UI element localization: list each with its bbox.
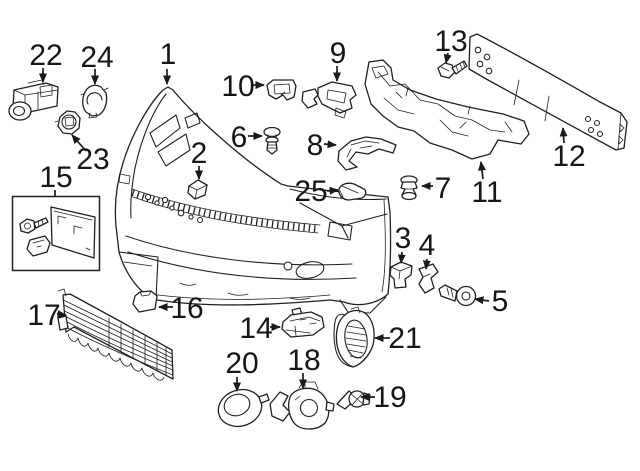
callout-arrow-12 bbox=[559, 127, 568, 144]
callout-label-15: 15 bbox=[39, 161, 72, 194]
callout-label-7: 7 bbox=[435, 172, 452, 205]
callout-label-3: 3 bbox=[395, 222, 412, 255]
callout-label-4: 4 bbox=[419, 229, 436, 262]
callout-label-16: 16 bbox=[170, 292, 203, 325]
callout-label-22: 22 bbox=[29, 39, 62, 72]
part-reinforcement-bar bbox=[468, 33, 628, 151]
callout-label-25: 25 bbox=[294, 175, 327, 208]
callout-arrow-5 bbox=[474, 296, 490, 305]
callout-label-6: 6 bbox=[231, 121, 248, 154]
callout-label-12: 12 bbox=[552, 140, 585, 173]
part-parking-sensor bbox=[8, 79, 59, 121]
callout-label-23: 23 bbox=[76, 143, 109, 176]
part-fog-lamp-bracket bbox=[281, 307, 325, 338]
callout-label-14: 14 bbox=[239, 312, 272, 345]
part-lower-grille bbox=[57, 288, 174, 381]
part-bumper-cover bbox=[114, 86, 392, 314]
callout-arrow-8 bbox=[323, 140, 337, 149]
part-screw-5 bbox=[438, 284, 477, 307]
part-bracket-10 bbox=[266, 79, 297, 101]
part-fog-lamp-bezel bbox=[333, 306, 375, 368]
callout-label-24: 24 bbox=[80, 41, 113, 74]
part-fog-lamp bbox=[269, 381, 335, 430]
callout-label-5: 5 bbox=[492, 285, 509, 318]
callout-arrow-3 bbox=[397, 251, 406, 264]
part-fog-lamp-cover bbox=[217, 388, 270, 428]
callout-label-11: 11 bbox=[471, 176, 502, 209]
callout-label-1: 1 bbox=[160, 38, 177, 71]
callout-label-19: 19 bbox=[373, 381, 406, 414]
callout-labels: 1 2 3 4 5 6 7 8 9 10 11 12 13 14 15 16 1… bbox=[27, 25, 585, 414]
callout-arrow-17 bbox=[56, 310, 67, 319]
part-bolt-13 bbox=[437, 60, 468, 79]
part-bracket-8 bbox=[337, 136, 397, 171]
part-energy-absorber bbox=[364, 59, 530, 160]
part-clip-7 bbox=[400, 175, 418, 201]
part-tow-hook-cover bbox=[132, 290, 158, 313]
callout-arrows bbox=[39, 52, 568, 401]
callout-label-17: 17 bbox=[27, 299, 60, 332]
part-bulb bbox=[336, 390, 371, 410]
part-grommet bbox=[54, 110, 81, 135]
part-clip-3 bbox=[389, 261, 413, 289]
callout-label-8: 8 bbox=[307, 129, 324, 162]
part-license-bracket-kit bbox=[11, 195, 101, 272]
callout-arrow-23 bbox=[71, 134, 87, 152]
callout-label-21: 21 bbox=[388, 322, 421, 355]
callout-label-2: 2 bbox=[191, 137, 208, 170]
part-retainer-4 bbox=[418, 263, 439, 294]
part-clip-2 bbox=[187, 179, 208, 200]
part-pad-25 bbox=[338, 182, 367, 201]
part-sensor-retainer bbox=[80, 84, 109, 119]
callout-arrow-11 bbox=[478, 161, 486, 180]
part-push-clip-6 bbox=[263, 126, 281, 155]
callout-label-20: 20 bbox=[225, 347, 258, 380]
callout-arrow-25 bbox=[326, 186, 339, 195]
callout-label-18: 18 bbox=[287, 344, 320, 377]
callout-label-13: 13 bbox=[434, 25, 467, 58]
callout-arrow-4 bbox=[422, 258, 431, 270]
callout-arrow-13 bbox=[443, 52, 452, 64]
callout-label-9: 9 bbox=[330, 37, 347, 70]
callout-label-10: 10 bbox=[221, 70, 254, 103]
part-bracket-9 bbox=[301, 81, 357, 119]
